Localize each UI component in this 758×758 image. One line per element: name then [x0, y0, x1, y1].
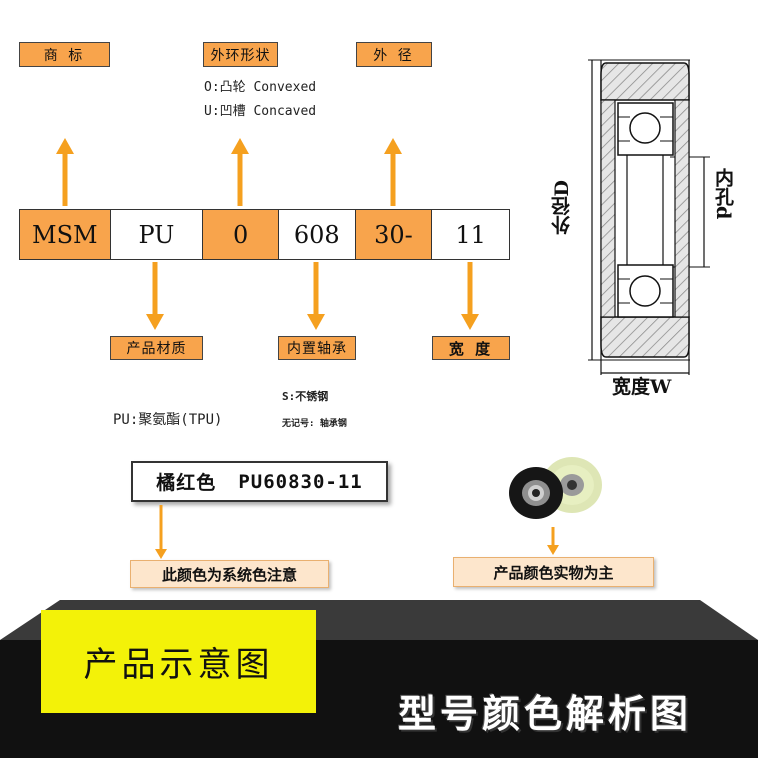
example-model-box: 橘红色 PU60830-11 [131, 461, 388, 502]
outer-shape-label: 外环形状 [203, 42, 278, 67]
width-dimension: 宽度W [612, 376, 672, 398]
material-note: PU:聚氨酯(TPU) [113, 412, 223, 428]
brand-label: 商 标 [19, 42, 110, 67]
arrow-up-brand [55, 138, 75, 206]
bearing-cross-section [570, 55, 750, 395]
outer-diameter-dimension: 外径D [551, 180, 573, 235]
shape-option-convexed: O:凸轮 Convexed [204, 80, 317, 95]
width-label: 宽 度 [432, 336, 510, 360]
arrow-down-photo [545, 527, 561, 555]
code-cell-brand: MSM [20, 210, 111, 259]
banner-title: 型号颜色解析图 [397, 691, 692, 736]
arrow-down-width [460, 262, 480, 330]
outer-diameter-label: 外 径 [356, 42, 432, 67]
code-cell-diameter: 30- [355, 210, 433, 259]
example-color-name: 橘红色 [156, 472, 217, 494]
color-system-note: 此颜色为系统色注意 [130, 560, 329, 588]
arrow-up-diameter [383, 138, 403, 206]
arrow-up-shape [230, 138, 250, 206]
arrow-down-bearing [306, 262, 326, 330]
bearing-note-stainless: S:不锈钢 [282, 390, 329, 403]
code-cell-bearing: 608 [278, 210, 356, 259]
arrow-down-example [153, 505, 169, 559]
banner-left-box: 产品示意图 [41, 610, 316, 713]
material-label: 产品材质 [110, 336, 203, 360]
actual-color-note: 产品颜色实物为主 [453, 557, 654, 587]
code-cell-shape: 0 [203, 210, 279, 259]
arrow-down-material [145, 262, 165, 330]
bore-dimension: 内孔d [712, 168, 734, 220]
product-photo [500, 455, 610, 521]
code-cell-width: 11 [432, 210, 509, 259]
code-cell-material: PU [110, 210, 204, 259]
model-code-row: MSM PU 0 608 30- 11 [19, 209, 510, 260]
bearing-note-none: 无记号: 轴承钢 [282, 419, 347, 429]
shape-option-concaved: U:凹槽 Concaved [204, 104, 317, 119]
bearing-label: 内置轴承 [278, 336, 356, 360]
example-model-code: PU60830-11 [238, 470, 363, 493]
